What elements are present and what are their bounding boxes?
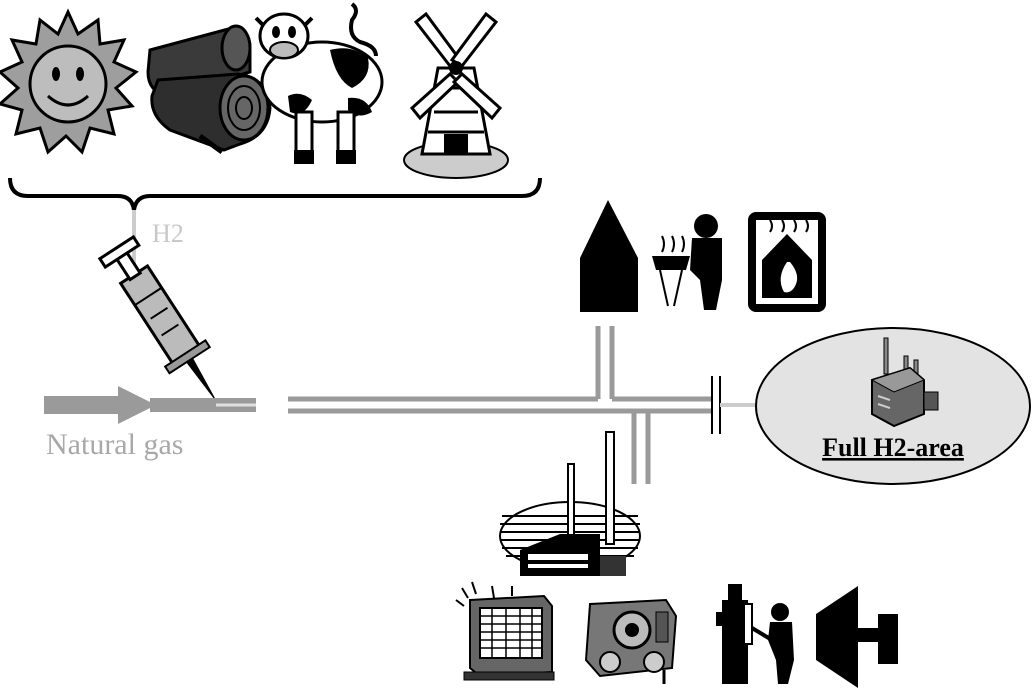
- natural-gas-arrow: [44, 386, 220, 424]
- sources-brace: [8, 177, 542, 211]
- blend-pipe: [216, 398, 256, 412]
- cow-icon: [254, 2, 384, 164]
- syringe-icon: [97, 234, 220, 406]
- barbecue-person-icon: [652, 214, 722, 310]
- h2-label: H2: [152, 219, 184, 248]
- factory-icon: [870, 337, 939, 428]
- sun-icon: [0, 8, 139, 155]
- power-plant-icon: [499, 431, 641, 576]
- engine-icon: [584, 598, 678, 684]
- fuel-pump-person-icon: [716, 584, 794, 684]
- natural-gas-label: Natural gas: [46, 428, 183, 461]
- windmill-icon: [403, 11, 509, 179]
- heater-icon: [455, 581, 555, 681]
- main-pipeline: [288, 326, 712, 484]
- pipe-end-cap: [711, 376, 721, 434]
- fireplace-icon: [748, 212, 826, 312]
- house-icon: [580, 200, 638, 312]
- full-h2-area: Full H2-area: [755, 327, 1031, 485]
- logs-icon: [146, 24, 272, 155]
- full-h2-area-label: Full H2-area: [822, 433, 964, 462]
- gas-turbine-icon: [816, 586, 898, 688]
